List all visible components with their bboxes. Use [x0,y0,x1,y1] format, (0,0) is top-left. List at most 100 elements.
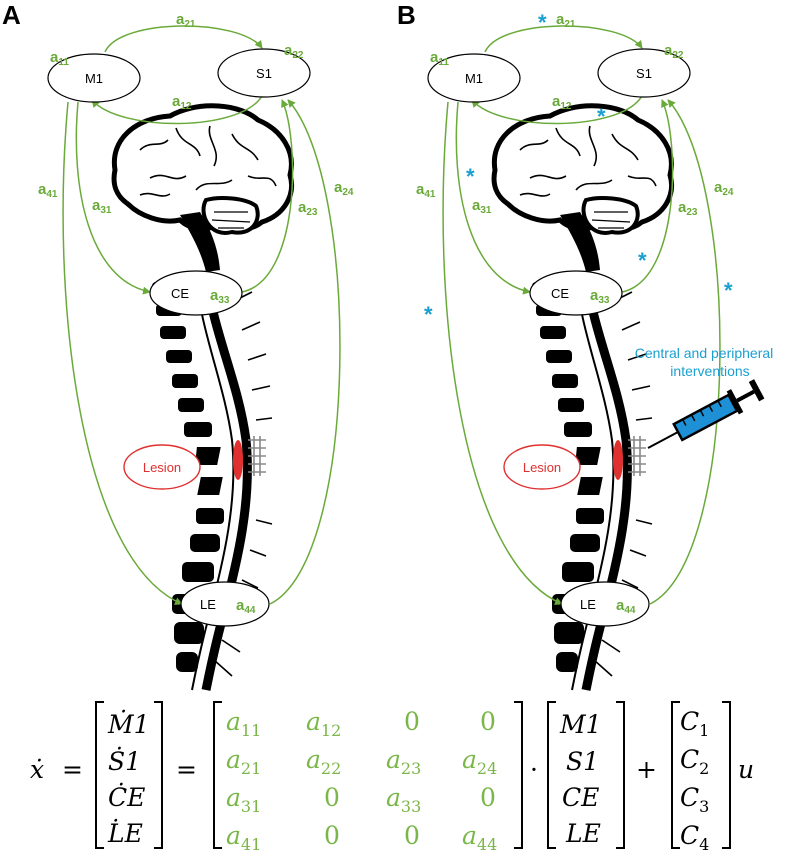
edges [62,25,341,605]
matrix-cell: 0 [404,707,420,736]
eq-equals-2: = [176,755,197,784]
matrix-cell: a44 [462,821,497,853]
node-m1-label: M1 [85,71,103,86]
bracket [616,701,625,849]
matrix-cell: a31 [226,783,261,816]
edges [442,25,721,605]
eq-dot-op: · [530,755,538,784]
star-marker: * [424,302,433,327]
label-a31: a31 [92,197,112,216]
node-s1-label: S1 [256,66,272,81]
label-a44: a44 [236,597,256,616]
label-a41: a41 [416,181,436,200]
label-a24: a24 [714,179,734,198]
matrix-cell: a33 [386,783,421,816]
edge-m1-s1 [484,25,643,53]
node-le [180,581,270,627]
matrix-cell: a11 [226,707,261,740]
matrix-cell: 0 [404,821,420,850]
matrix-cell: 0 [480,707,496,736]
node-s1-label: S1 [636,66,652,81]
bracket [154,701,163,849]
star-marker: * [724,278,733,303]
label-a22: a22 [284,42,304,61]
state-le: LE [565,819,601,848]
label-a24: a24 [334,179,354,198]
eq-plus: + [636,755,657,784]
node-m1 [47,53,141,103]
bracket [213,701,222,849]
lesion-callout [503,444,581,490]
label-a23: a23 [298,199,318,218]
star-marker: * [638,248,647,273]
eq-lhs: ẋ [30,755,44,784]
edge-le-s1 [649,99,721,605]
label-a11: a11 [50,49,69,68]
bracket [722,701,731,849]
panel-b-letter: B [397,0,416,30]
label-a41: a41 [38,181,58,200]
label-a33: a33 [590,287,610,306]
bracket [514,701,523,849]
edge-m1-le [62,101,183,605]
label-a12: a12 [552,93,572,112]
state-dot-ce: ĊE [108,783,145,812]
bracket [671,701,680,849]
node-m1 [427,53,521,103]
state-dot-m1: Ṁ1 [107,710,150,739]
matrix-cell: a21 [226,745,261,778]
bracket [547,701,556,849]
label-a22: a22 [664,42,684,61]
matrix-cell: a23 [386,745,421,778]
input-coefficient: C1 [680,707,709,740]
panel-a-letter: A [2,0,21,30]
node-ce [529,270,623,316]
matrix-cell: 0 [480,783,496,812]
bracket [95,701,104,849]
node-ce-label: CE [171,286,189,301]
label-a44: a44 [616,597,636,616]
state-ce: CE [562,783,599,812]
star-marker: * [597,104,606,129]
node-le [560,581,650,627]
label-a33: a33 [210,287,230,306]
lesion-label: Lesion [523,460,561,475]
state-dot-s1: Ṡ1 [108,747,141,776]
node-ce [149,270,243,316]
edge-m1-s1 [104,25,263,53]
edge-m1-le [442,101,563,605]
matrix-cell: 0 [324,783,340,812]
state-m1: M1 [559,710,602,739]
input-coefficient: C3 [680,783,709,816]
node-s1 [217,48,311,98]
matrix-cell: a41 [226,821,261,853]
edge-s1-m1 [471,95,643,125]
edge-m1-ce [455,101,531,295]
matrix-cell: a12 [306,707,341,740]
intervention-label-line1: Central and peripheral [635,345,774,361]
intervention-label-line2: interventions [670,363,749,379]
matrix-cell: a22 [306,745,341,778]
edge-m1-ce [75,101,151,295]
node-m1-label: M1 [465,71,483,86]
label-a11: a11 [430,49,449,68]
node-s1 [597,48,691,98]
state-dot-le: L̇E [107,819,143,848]
state-s1: S1 [566,747,599,776]
eq-input-var: u [738,755,754,784]
label-a12: a12 [172,93,192,112]
matrix-cell: 0 [324,821,340,850]
system-matrix: a11 a12 0 0 a21 a22 a23 a24 a31 0 a33 0 a41 0 0 a44 [226,707,497,853]
star-marker: * [466,164,475,189]
panel-b: B M1 S1 CE LE Lesion a11 a21 a22 a12 a41… [397,0,773,690]
node-le-label: LE [200,597,216,612]
matrix-cell: a24 [462,745,497,778]
input-coefficient: C2 [680,745,709,778]
edge-s1-m1 [91,95,263,125]
syringe-icon [647,379,765,449]
label-a31: a31 [472,197,492,216]
edge-ce-s1 [241,99,294,293]
